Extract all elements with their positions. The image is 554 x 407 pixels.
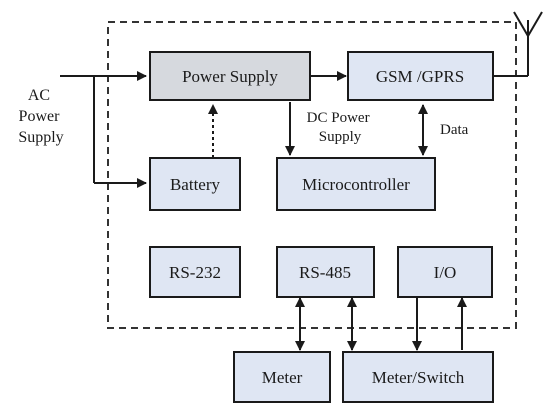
power-supply-label: Power Supply bbox=[182, 67, 278, 86]
rs232-block[interactable]: RS-232 bbox=[149, 246, 241, 298]
rs485-label: RS-485 bbox=[299, 263, 351, 282]
io-label: I/O bbox=[434, 263, 457, 282]
meter-block[interactable]: Meter bbox=[233, 351, 331, 403]
meter-switch-label: Meter/Switch bbox=[372, 368, 465, 387]
system-boundary bbox=[107, 21, 517, 329]
antenna-icon bbox=[513, 11, 543, 76]
gsm-gprs-label: GSM /GPRS bbox=[376, 67, 464, 86]
data-label: Data bbox=[440, 122, 469, 138]
meter-label: Meter bbox=[262, 368, 303, 387]
power-supply-block[interactable]: Power Supply bbox=[149, 51, 311, 101]
microcontroller-label: Microcontroller bbox=[302, 175, 410, 194]
rs232-label: RS-232 bbox=[169, 263, 221, 282]
ac-power-supply-label: AC Power Supply bbox=[18, 87, 63, 146]
meter-switch-block[interactable]: Meter/Switch bbox=[342, 351, 494, 403]
dc-power-supply-label: DC Power Supply bbox=[307, 110, 374, 145]
battery-block[interactable]: Battery bbox=[149, 157, 241, 211]
rs485-block[interactable]: RS-485 bbox=[276, 246, 375, 298]
io-block[interactable]: I/O bbox=[397, 246, 493, 298]
gsm-gprs-block[interactable]: GSM /GPRS bbox=[347, 51, 494, 101]
battery-label: Battery bbox=[170, 175, 221, 194]
microcontroller-block[interactable]: Microcontroller bbox=[276, 157, 436, 211]
